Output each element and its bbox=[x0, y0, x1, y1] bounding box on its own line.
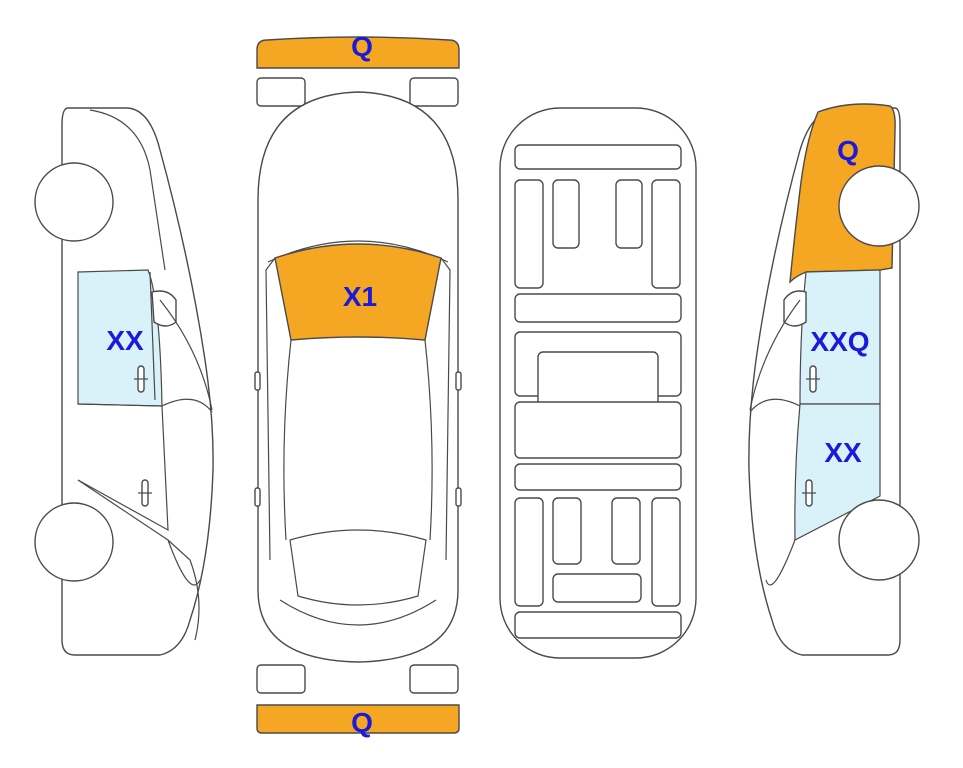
left-mirror bbox=[151, 290, 177, 327]
front-headlight-right bbox=[409, 77, 459, 107]
rear-taillight-right bbox=[409, 664, 459, 694]
top-right-mirror-front bbox=[455, 371, 462, 391]
top-rear-glass bbox=[289, 529, 427, 606]
windshield-label: X1 bbox=[343, 281, 377, 312]
left-b-pillar bbox=[149, 271, 156, 401]
right-side-view: Q XXQ XX bbox=[748, 103, 920, 656]
left-front-door bbox=[77, 403, 169, 532]
right-rear-quarter-label: Q bbox=[837, 135, 859, 166]
rear-bumper-damage bbox=[256, 704, 460, 734]
left-side-view: XX bbox=[34, 107, 214, 656]
left-front-door-glass-label: XX bbox=[106, 325, 144, 356]
left-door-line bbox=[161, 398, 213, 413]
top-left-inner-line bbox=[283, 339, 292, 541]
underbody-view bbox=[499, 107, 697, 659]
left-fender-line bbox=[167, 539, 200, 641]
rear-taillight-left bbox=[256, 664, 306, 694]
right-a-pillar bbox=[749, 299, 801, 411]
right-door-line bbox=[749, 398, 801, 413]
top-body-outline bbox=[257, 91, 459, 663]
right-front-door-glass-label: XXQ bbox=[810, 326, 869, 357]
left-a-pillar bbox=[159, 299, 213, 411]
top-right-mirror-rear bbox=[455, 487, 462, 507]
top-left-mirror-rear bbox=[254, 487, 261, 507]
top-right-inner-line bbox=[424, 339, 433, 541]
left-roof-line bbox=[89, 109, 166, 271]
right-rear-door-glass-label: XX bbox=[824, 437, 862, 468]
right-rear-wheel bbox=[838, 165, 920, 247]
rear-bumper-label: Q bbox=[351, 707, 373, 738]
front-bumper-label: Q bbox=[351, 31, 373, 62]
front-bumper-damage bbox=[256, 36, 460, 69]
right-mirror bbox=[783, 290, 807, 327]
top-left-a-pillar bbox=[265, 257, 276, 561]
top-view: Q X1 Q bbox=[254, 31, 462, 738]
top-right-a-pillar bbox=[440, 257, 451, 561]
top-left-mirror-front bbox=[254, 371, 261, 391]
left-rear-wheel bbox=[34, 162, 114, 242]
right-front-wheel bbox=[838, 499, 920, 581]
front-headlight-left bbox=[256, 77, 306, 107]
right-lower-sill bbox=[765, 539, 796, 586]
top-rear-arc bbox=[279, 599, 437, 626]
left-front-wheel bbox=[34, 502, 114, 582]
